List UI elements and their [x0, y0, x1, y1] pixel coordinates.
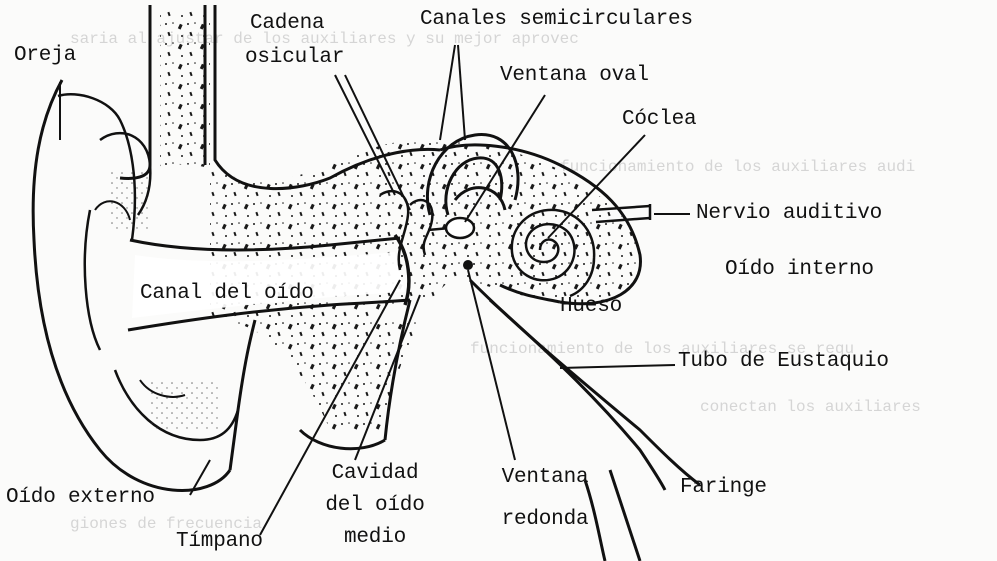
- label-canal-del-oido: Canal del oído: [140, 282, 314, 306]
- label-cavidad-1: Cavidad: [310, 462, 440, 486]
- label-nervio-auditivo: Nervio auditivo: [696, 202, 882, 226]
- label-hueso: Hueso: [560, 295, 622, 319]
- label-ventana-redonda-2: redonda: [470, 508, 620, 532]
- label-ventana-oval: Ventana oval: [500, 64, 649, 88]
- round-window: [463, 260, 473, 270]
- label-oido-externo: Oído externo: [6, 486, 155, 510]
- label-cadena-osicular-1: Cadena: [250, 12, 324, 36]
- label-timpano: Tímpano: [176, 530, 263, 554]
- label-canales-semicirculares: Canales semicirculares: [420, 8, 693, 32]
- label-faringe: Faringe: [680, 476, 767, 500]
- label-coclea: Cóclea: [622, 108, 696, 132]
- label-oido-interno: Oído interno: [725, 258, 874, 282]
- label-cavidad-2: del oído: [300, 494, 450, 518]
- label-ventana-redonda-1: Ventana: [470, 466, 620, 490]
- label-cadena-osicular-2: osicular: [245, 46, 344, 70]
- label-oreja: Oreja: [14, 44, 76, 68]
- label-cavidad-3: medio: [310, 526, 440, 550]
- oval-window: [446, 218, 474, 238]
- label-tubo-de-eustaquio: Tubo de Eustaquio: [678, 350, 889, 374]
